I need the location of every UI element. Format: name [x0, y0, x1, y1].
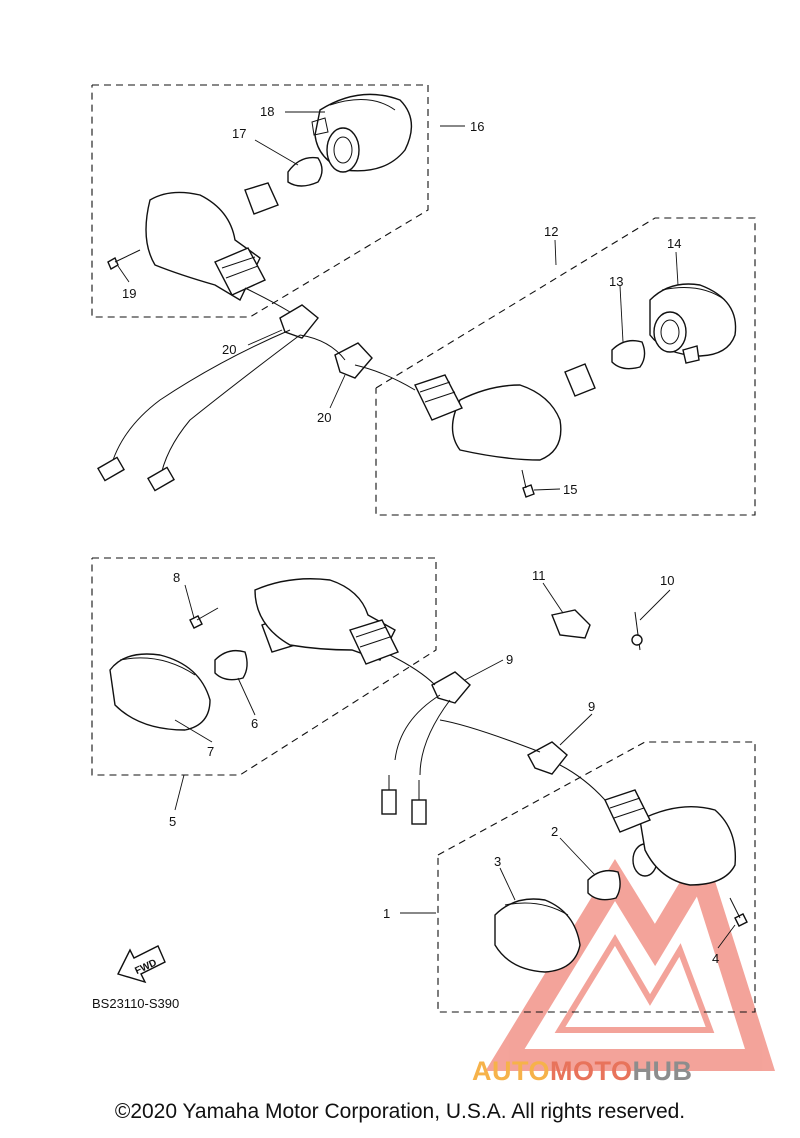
wire-harness-upper: [109, 329, 301, 481]
turn-signal-assembly-1: [494, 789, 748, 973]
terminal-upper-a: [97, 456, 125, 482]
part-number-labels: 1 2 3 4 5 6 7 8 9 9 10 11 12 13 14 15 16…: [122, 104, 719, 966]
part-label-16: 16: [470, 119, 484, 134]
turn-signal-assembly-16: [107, 93, 413, 313]
group-box-1: [437, 741, 756, 1013]
connector-20-lower: [334, 342, 373, 379]
part-label-12: 12: [544, 224, 558, 239]
part-label-9-upper: 9: [506, 652, 513, 667]
automotohub-logo-mark: [485, 843, 776, 1071]
terminal-lower-b: [411, 799, 427, 825]
terminal-upper-b: [147, 466, 175, 492]
turn-signal-assembly-12: [414, 283, 737, 498]
band-10: [631, 611, 643, 651]
copyright-notice: ©2020 Yamaha Motor Corporation, U.S.A. A…: [114, 1100, 686, 1123]
clip-11: [551, 609, 591, 639]
terminal-lower-a: [381, 789, 397, 815]
part-label-7: 7: [207, 744, 214, 759]
connector-9-upper: [431, 671, 471, 704]
leader-lines: [117, 111, 736, 949]
connector-9-lower: [527, 741, 568, 775]
group-box-5: [91, 557, 437, 776]
part-label-4: 4: [712, 951, 719, 966]
part-label-9-lower: 9: [588, 699, 595, 714]
wire-harness-lower: [394, 694, 541, 776]
part-label-8: 8: [173, 570, 180, 585]
part-label-18: 18: [260, 104, 274, 119]
turn-signal-assembly-5: [109, 578, 399, 731]
part-label-13: 13: [609, 274, 623, 289]
part-label-17: 17: [232, 126, 246, 141]
group-box-16: [91, 84, 429, 318]
part-label-3: 3: [494, 854, 501, 869]
part-label-20-lower: 20: [317, 410, 331, 425]
part-label-2: 2: [551, 824, 558, 839]
part-label-6: 6: [251, 716, 258, 731]
part-label-19: 19: [122, 286, 136, 301]
part-label-10: 10: [660, 573, 674, 588]
logo-text-hub: HUB: [632, 1056, 693, 1086]
part-label-15: 15: [563, 482, 577, 497]
part-label-5: 5: [169, 814, 176, 829]
diagram-code: BS23110-S390: [92, 996, 179, 1011]
part-label-14: 14: [667, 236, 681, 251]
logo-text-auto: AUTO: [472, 1056, 551, 1086]
part-label-1: 1: [383, 906, 390, 921]
logo-text-moto: MOTO: [550, 1056, 633, 1086]
fwd-arrow-icon: FWD: [117, 945, 166, 984]
part-label-11: 11: [532, 568, 546, 583]
group-box-12: [375, 217, 756, 516]
automotohub-logo-text: AUTOMOTOHUB: [472, 1056, 693, 1087]
part-label-20-upper: 20: [222, 342, 236, 357]
